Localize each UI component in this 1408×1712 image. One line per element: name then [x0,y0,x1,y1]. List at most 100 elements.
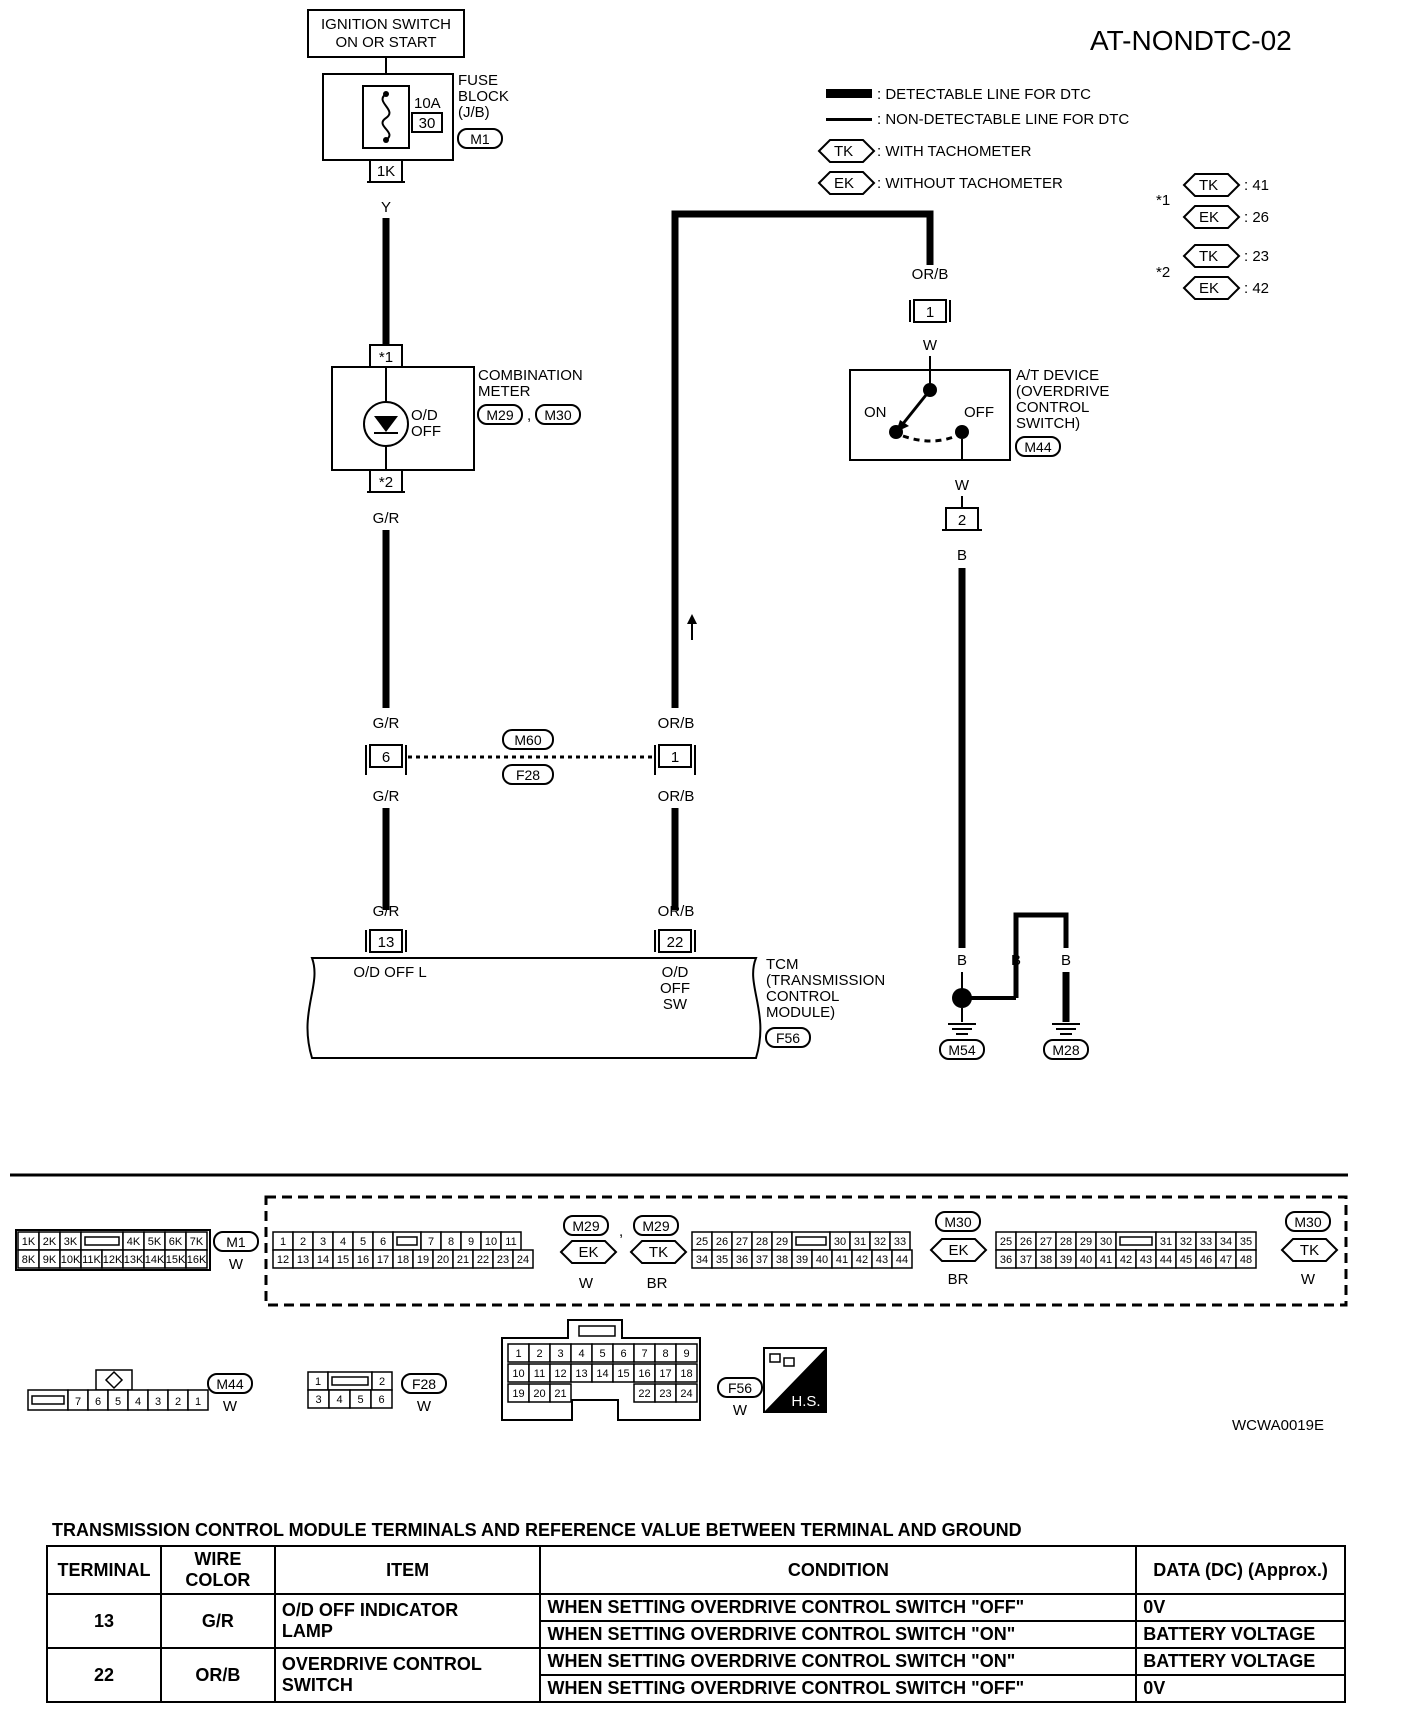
wire-color-gr: G/R [373,788,400,805]
connector-pin [549,1383,572,1403]
pin-label: 23 [659,1388,671,1400]
pin-label: 15K [166,1254,186,1266]
pin-label: 43 [1140,1254,1152,1266]
tcm-conn: F56 [776,1030,800,1046]
tk-hex-icon [1182,173,1241,197]
pin-label: 35 [716,1254,728,1266]
connector-badge [1043,1039,1089,1060]
pin-label: 31 [1160,1236,1172,1248]
pin-label: 33 [1200,1236,1212,1248]
pin-label: 40 [1080,1254,1092,1266]
tcm-22-label-3: SW [663,996,688,1013]
connector-pin [370,1389,393,1409]
data-cell: BATTERY VOLTAGE [1135,1620,1346,1649]
pin-label: 13 [575,1368,587,1380]
pin-label: 13 [297,1254,309,1266]
pin-label: 4K [127,1236,141,1248]
pin-label: 6 [620,1348,626,1360]
connector-pin [187,1389,209,1411]
connector-pin [675,1383,698,1403]
wire-color-orb: OR/B [658,715,695,732]
pin-label: 18 [397,1254,409,1266]
condition-cell: WHEN SETTING OVERDRIVE CONTROL SWITCH "O… [539,1647,1138,1676]
tcm-22-label-2: OFF [660,980,690,997]
pin-label: 38 [1040,1254,1052,1266]
pin-label: 42 [1120,1254,1132,1266]
wire-color-gr: G/R [373,903,400,920]
pin-label: 25 [696,1236,708,1248]
pin-label: 4 [336,1394,342,1406]
pin-label: 3 [320,1236,326,1248]
pin-label: 12 [554,1368,566,1380]
pin-label: 12K [103,1254,123,1266]
pin-label: 17 [659,1368,671,1380]
note-star2-tk: : 23 [1244,248,1269,265]
pin-label: 9 [683,1348,689,1360]
pin-label: 2 [300,1236,306,1248]
tcm-label-2: (TRANSMISSION [766,972,885,989]
wire-color-b: B [1011,952,1021,969]
meter-term-in: *1 [379,349,393,366]
terminal-table: TERMINAL WIRE COLOR ITEM CONDITION DATA … [46,1545,1346,1703]
pin-label: 26 [1020,1236,1032,1248]
connector-badge [502,729,554,750]
pin-label: 3 [155,1396,161,1408]
condition-cell: WHEN SETTING OVERDRIVE CONTROL SWITCH "O… [539,1593,1138,1622]
m1-label-color: W [229,1256,244,1273]
pin-label: 21 [554,1388,566,1400]
pin-label: 36 [736,1254,748,1266]
pin-label: 27 [1040,1236,1052,1248]
pin-label: 2 [536,1348,542,1360]
meter-lamp-2: OFF [411,423,441,440]
switch-lever [900,389,932,426]
table-row: WHEN SETTING OVERDRIVE CONTROL SWITCH "O… [47,1620,1346,1649]
pin-label: 33 [894,1236,906,1248]
pin-label: 21 [457,1254,469,1266]
f56-label-color: W [733,1402,748,1419]
pin-label: 12 [277,1254,289,1266]
meter-conn-b: M30 [544,407,571,423]
pin-label: 3 [557,1348,563,1360]
connector-badge [765,1027,811,1048]
switch-label-3: CONTROL [1016,399,1089,416]
ek-hex-icon [929,1238,988,1262]
tk-hex-icon [1280,1238,1339,1262]
m44-label-color: W [223,1398,238,1415]
note-star1: *1 [1156,192,1170,209]
pin-label: 11 [505,1236,516,1248]
pin-label: 41 [836,1254,848,1266]
joint-conn-a: M60 [514,732,541,748]
pin-label: 22 [477,1254,489,1266]
pin-label: 32 [1180,1236,1192,1248]
connector-badge [633,1215,679,1236]
pin-label: 2 [379,1376,385,1388]
condition-cell: WHEN SETTING OVERDRIVE CONTROL SWITCH "O… [539,1674,1138,1703]
ground-icon [948,1023,976,1035]
table-caption: TRANSMISSION CONTROL MODULE TERMINALS AN… [52,1520,1022,1540]
pin-label: 16 [357,1254,369,1266]
pin-label: 22 [638,1388,650,1400]
latch-slot [396,1236,418,1246]
pin-label: 48 [1240,1254,1252,1266]
wire-color-orb: OR/B [658,788,695,805]
m29-ek-label: M29 [572,1218,599,1234]
pin-label: 2K [43,1236,57,1248]
legend-ek-label: EK [834,175,854,192]
latch-slot [84,1236,120,1246]
pin-label: 4 [578,1348,584,1360]
pin-label: 4 [135,1396,141,1408]
pin-label: 9 [468,1236,474,1248]
tcm-22-label-1: O/D [662,964,689,981]
pin-label: 4 [340,1236,346,1248]
m30-tk-label: M30 [1294,1214,1321,1230]
ek-hex-icon [1182,276,1241,300]
pin-label: 17 [377,1254,389,1266]
pin-label: 14 [317,1254,329,1266]
note-ek-label: EK [1199,280,1219,297]
pin-label: 37 [756,1254,768,1266]
wire-cell: G/R [159,1593,276,1649]
